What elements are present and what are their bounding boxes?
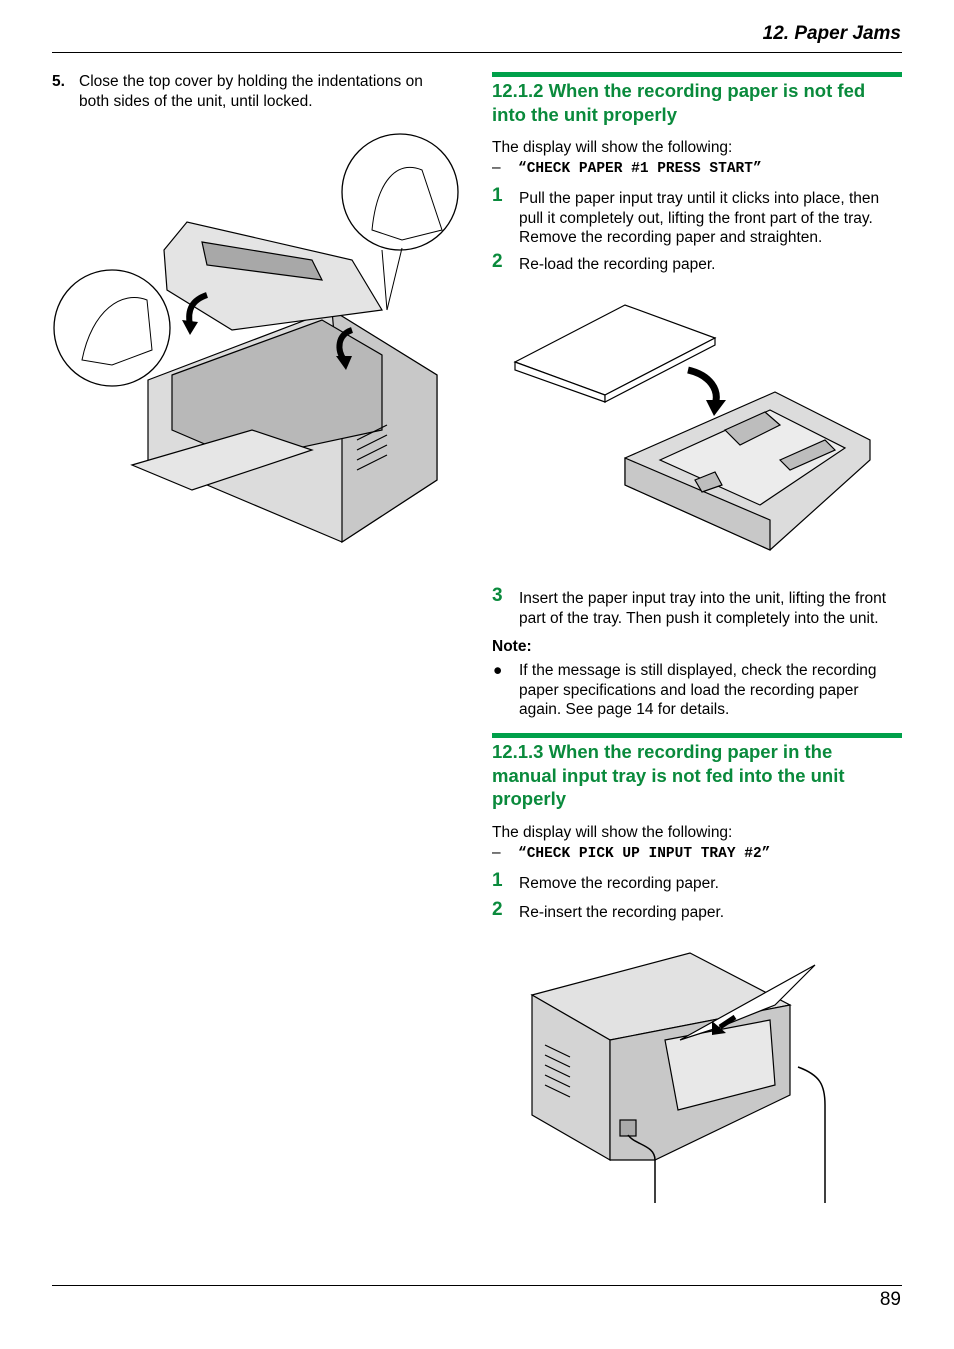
chapter-title: 12. Paper Jams (762, 23, 901, 44)
paper-tray-illustration (513, 304, 871, 551)
footer-rule (52, 1285, 902, 1286)
step-5-text: Close the top cover by holding the inden… (79, 73, 423, 110)
display-dash: – (492, 844, 501, 861)
display-code: “CHECK PAPER #1 PRESS START” (518, 161, 762, 177)
section-1213-display-message: – “CHECK PICK UP INPUT TRAY #2” (492, 844, 770, 862)
section-1213-step-1: 1 Remove the recording paper. (492, 870, 902, 894)
section-1213-intro: The display will show the following: (492, 824, 733, 841)
note-text: If the message is still displayed, check… (519, 662, 877, 718)
step-text: Re-insert the recording paper. (519, 904, 725, 921)
page-number: 89 (879, 1289, 901, 1310)
step-number: 3 (492, 585, 503, 606)
step-number: 1 (492, 870, 503, 891)
step-5-number: 5. (52, 73, 65, 90)
section-1212-intro: The display will show the following: (492, 139, 733, 156)
section-1212-rule (492, 72, 902, 77)
printer-rear-manual-tray-illustration (530, 952, 826, 1203)
section-1212-step-2: 2 Re-load the recording paper. (492, 251, 902, 275)
step-text: Pull the paper input tray until it click… (519, 190, 880, 246)
step-number: 1 (492, 185, 503, 206)
header-rule (52, 52, 902, 53)
section-1212-title: 12.1.2 When the recording paper is not f… (492, 80, 866, 125)
display-code: “CHECK PICK UP INPUT TRAY #2” (518, 846, 771, 862)
note-bullet-item: ● If the message is still displayed, che… (492, 661, 902, 720)
section-1212-step-1: 1 Pull the paper input tray until it cli… (492, 185, 902, 248)
step-number: 2 (492, 899, 503, 920)
display-dash: – (492, 159, 501, 176)
section-1213-step-2: 2 Re-insert the recording paper. (492, 899, 902, 923)
section-1213-rule (492, 733, 902, 738)
step-5: 5. Close the top cover by holding the in… (52, 72, 452, 111)
step-text: Remove the recording paper. (519, 875, 719, 892)
step-number: 2 (492, 251, 503, 272)
printer-open-cover-illustration (53, 133, 459, 544)
note-label: Note: (492, 638, 532, 655)
section-1212-display-message: – “CHECK PAPER #1 PRESS START” (492, 159, 762, 177)
section-1213-title: 12.1.3 When the recording paper in the m… (492, 741, 845, 809)
step-text: Insert the paper input tray into the uni… (519, 590, 887, 627)
section-1212-step-3: 3 Insert the paper input tray into the u… (492, 585, 902, 628)
step-text: Re-load the recording paper. (519, 256, 716, 273)
bullet-dot: ● (493, 662, 503, 679)
